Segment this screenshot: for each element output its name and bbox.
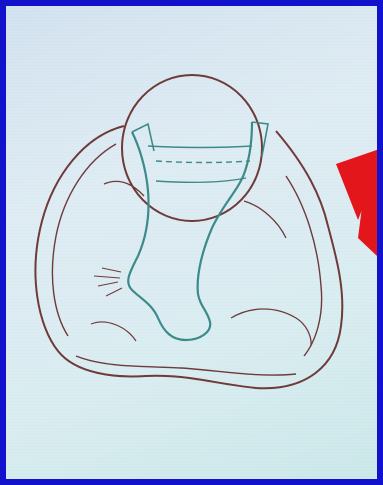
paper-texture (6, 6, 377, 479)
anatomical-sketch (6, 6, 377, 479)
sketch-photo (6, 6, 377, 479)
